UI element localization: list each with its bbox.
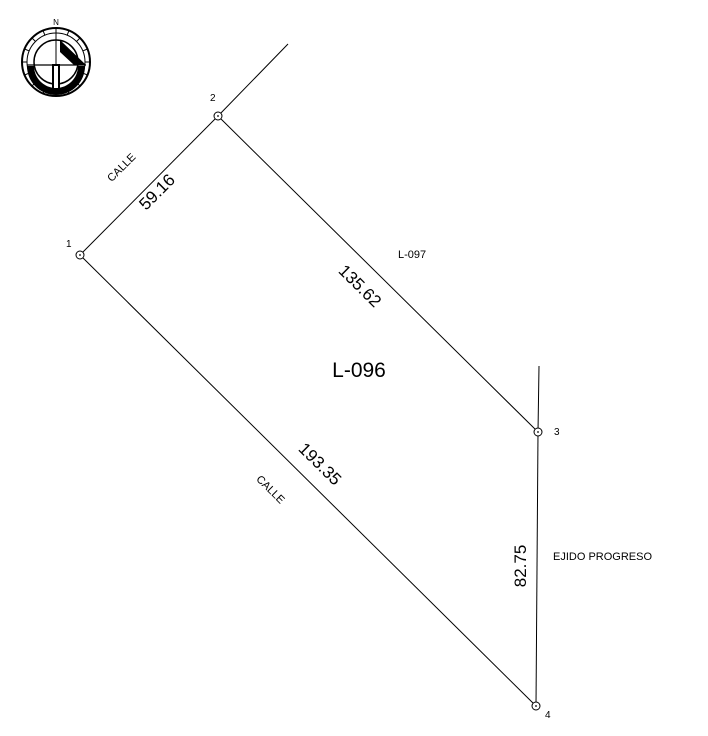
edge-3-4	[535, 431, 539, 707]
vertex-1	[75, 250, 85, 260]
vertex-label-4: 4	[545, 710, 551, 721]
extension-line-east	[537, 365, 540, 433]
edge-4-1	[79, 254, 537, 707]
vertex-label-3: 3	[554, 427, 560, 438]
edge-1-2	[79, 115, 219, 256]
neighbor-label-northwest: CALLE	[105, 151, 138, 184]
vertex-4	[531, 701, 541, 711]
north-label: N	[53, 18, 59, 27]
vertex-label-1: 1	[66, 239, 72, 250]
neighbor-label-northeast: L-097	[398, 249, 426, 261]
vertex-label-2: 2	[210, 93, 216, 104]
neighbor-label-southwest: CALLE	[254, 473, 287, 506]
extension-line-ne	[217, 43, 289, 117]
lot-label: L-096	[332, 359, 386, 382]
vertex-3	[533, 427, 543, 437]
neighbor-label-east: EJIDO PROGRESO	[553, 551, 652, 563]
distance-label-2-3: 135.62	[335, 261, 385, 311]
distance-label-3-4: 82.75	[511, 545, 530, 588]
vertex-2	[213, 111, 223, 121]
edge-2-3	[217, 115, 539, 433]
north-arrow-icon: N	[21, 18, 91, 97]
distance-label-4-1: 193.35	[295, 439, 345, 489]
